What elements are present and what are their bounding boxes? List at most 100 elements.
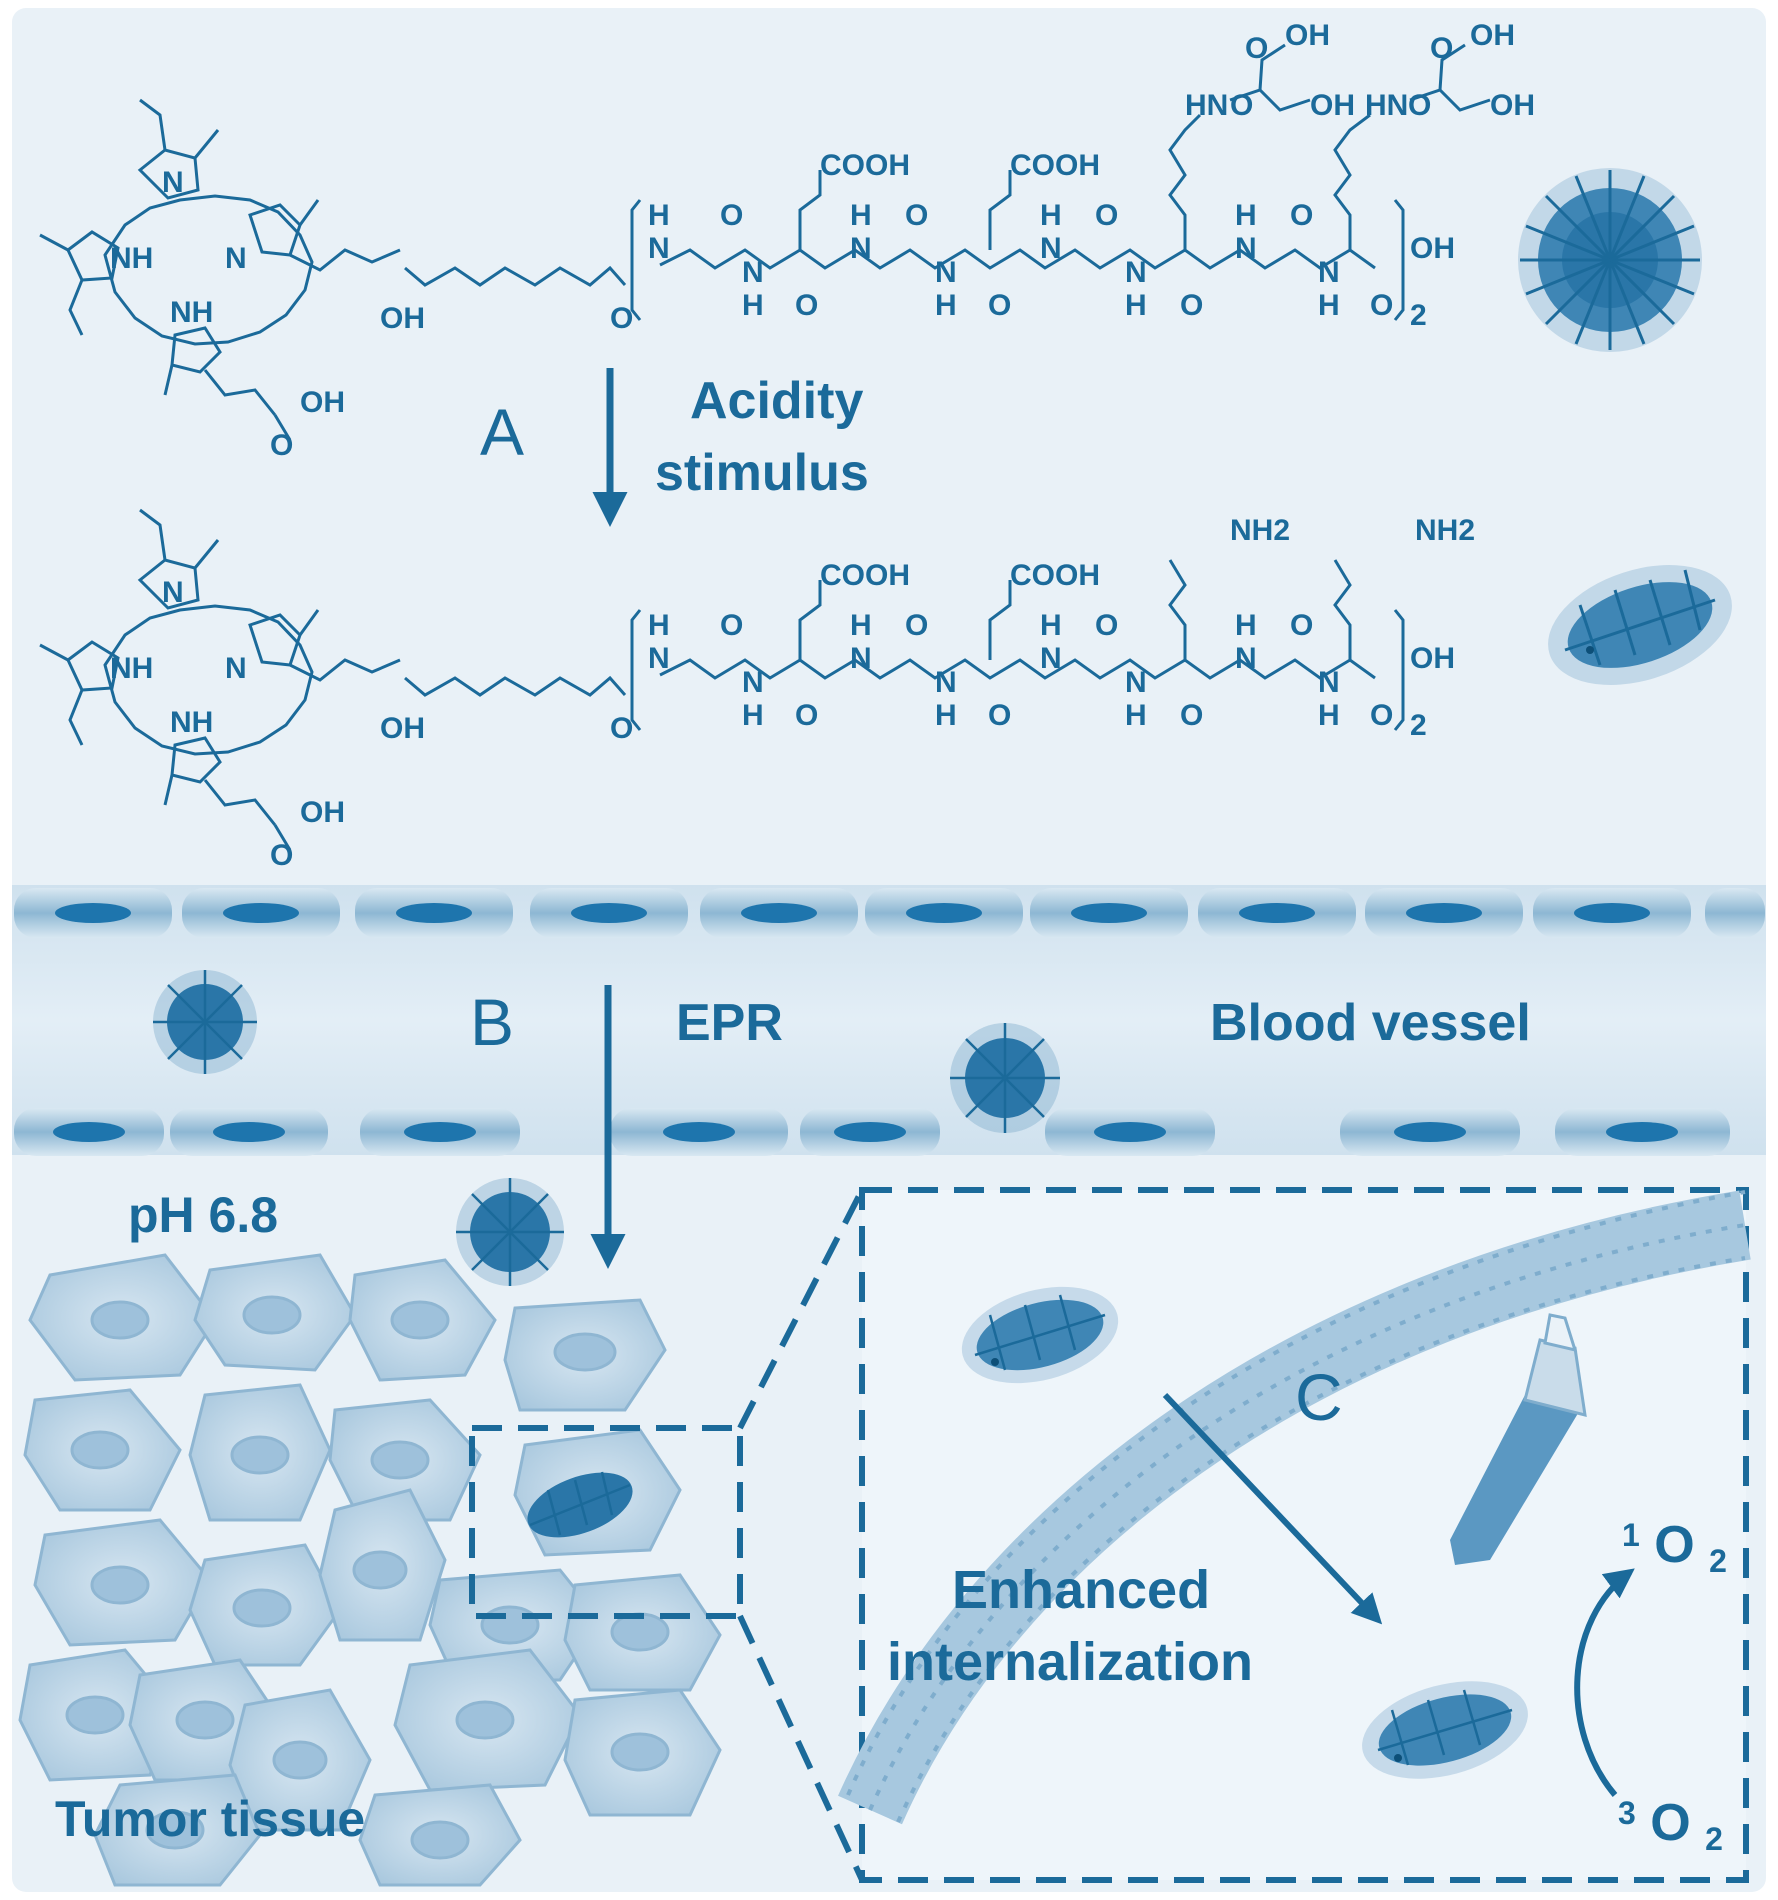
chem-label: O <box>270 839 293 872</box>
triplet-oxygen-superscript: 3 <box>1618 1795 1636 1831</box>
epr-label: EPR <box>676 994 783 1052</box>
chem-label: N <box>162 166 184 199</box>
acidity-stimulus-line1: Acidity <box>690 372 863 430</box>
endothelial-layer-bottom <box>14 1108 1730 1156</box>
chem-label: H <box>742 699 764 732</box>
tumor-tissue-label: Tumor tissue <box>55 1791 365 1847</box>
chem-structure-bottom <box>39 508 1405 851</box>
chem-label: N <box>1318 256 1340 289</box>
chem-label: N <box>1125 256 1147 289</box>
chem-label: N <box>1235 232 1257 265</box>
chem-label: N <box>648 232 670 265</box>
endothelial-layer-top <box>14 888 1765 938</box>
chem-label: H <box>1125 699 1147 732</box>
triplet-oxygen-main: O <box>1650 1794 1690 1852</box>
step-a-label: A <box>480 395 524 469</box>
acidity-stimulus-line2: stimulus <box>655 444 869 502</box>
singlet-oxygen-superscript: 1 <box>1622 1517 1640 1553</box>
internalization-label: internalization <box>887 1632 1253 1692</box>
chem-label: OH <box>1285 19 1330 52</box>
step-b-label: B <box>470 985 514 1059</box>
nanoparticle-sphere-vessel-gap <box>950 1023 1060 1133</box>
chem-label: O <box>1095 199 1118 232</box>
tumor-cell <box>563 1688 722 1817</box>
singlet-oxygen-label: 1 O 2 <box>1622 1500 1727 1579</box>
triplet-oxygen-label: 3 O 2 <box>1618 1778 1723 1857</box>
chem-label: N <box>225 652 247 685</box>
chem-label: N <box>1235 642 1257 675</box>
chem-label: NH2 <box>1415 514 1475 547</box>
chem-label: N <box>1040 642 1062 675</box>
chem-label: HN <box>1365 89 1408 122</box>
tumor-cell <box>188 1383 332 1522</box>
chem-label: COOH <box>1010 559 1100 592</box>
triplet-oxygen-subscript: 2 <box>1705 1821 1723 1857</box>
chem-label: 2 <box>1410 299 1427 332</box>
chem-label: O <box>905 609 928 642</box>
chem-label: O <box>795 699 818 732</box>
chem-label: NH <box>170 706 213 739</box>
chem-label: H <box>1040 609 1062 642</box>
nanoparticle-sphere-tissue <box>456 1178 564 1286</box>
chem-labels-bottom: COOH COOH NH2 NH2 NH NH N N OH O OH O H … <box>110 514 1475 872</box>
chem-structure-top <box>39 43 1491 441</box>
chem-label: NH <box>110 242 153 275</box>
chem-label: N <box>935 666 957 699</box>
nanoparticle-rod-internalized <box>1362 1681 1528 1779</box>
chem-label: COOH <box>1010 149 1100 182</box>
tumor-cell <box>563 1573 722 1692</box>
tumor-cell <box>358 1783 522 1887</box>
arrow-oxygen-conversion <box>1574 1568 1635 1797</box>
step-c-label: C <box>1295 1360 1343 1434</box>
chem-label: O <box>795 289 818 322</box>
chem-label: OH <box>380 302 425 335</box>
blood-vessel-label: Blood vessel <box>1210 994 1531 1052</box>
chem-label: O <box>1290 199 1313 232</box>
chem-label: 2 <box>1410 709 1427 742</box>
nanoparticle-sphere-vessel-left <box>153 970 257 1074</box>
chem-label: N <box>162 576 184 609</box>
chem-label: COOH <box>820 149 910 182</box>
chem-label: COOH <box>820 559 910 592</box>
chem-label: H <box>742 289 764 322</box>
chem-label: N <box>742 256 764 289</box>
nanoparticle-rod-tissue <box>527 1471 633 1538</box>
zoom-connector-bottom <box>737 1614 865 1882</box>
chem-label: N <box>648 642 670 675</box>
chem-label: O <box>1230 89 1253 122</box>
tumor-cell <box>393 1648 582 1792</box>
nanoparticle-rod-outside <box>961 1286 1119 1384</box>
chem-label: OH <box>1490 89 1535 122</box>
chem-label: OH <box>380 712 425 745</box>
chem-label: O <box>1180 699 1203 732</box>
chem-label: N <box>1040 232 1062 265</box>
tumor-cell <box>348 1258 497 1382</box>
nanoparticle-sphere-top <box>1518 168 1702 352</box>
chem-label: H <box>850 199 872 232</box>
chem-label: N <box>935 256 957 289</box>
chem-label: H <box>935 289 957 322</box>
chem-label: N <box>850 232 872 265</box>
chem-label: H <box>648 609 670 642</box>
chem-label: NH2 <box>1230 514 1290 547</box>
tumor-cell <box>33 1518 212 1647</box>
chem-label: O <box>1370 289 1393 322</box>
chem-label: O <box>1245 32 1268 65</box>
tumor-cells <box>18 1253 722 1887</box>
chem-label: O <box>610 712 633 745</box>
chem-label: O <box>1290 609 1313 642</box>
chem-label: OH <box>300 386 345 419</box>
chem-label: O <box>905 199 928 232</box>
chem-label: OH <box>1470 19 1515 52</box>
chem-label: N <box>1125 666 1147 699</box>
chem-label: NH <box>170 296 213 329</box>
blood-vessel <box>12 885 1766 1156</box>
tumor-cell <box>28 1253 217 1382</box>
chem-label: O <box>1180 289 1203 322</box>
chem-labels-top: COOH COOH O OH O OH HN O OH HN O OH NH N… <box>110 19 1535 462</box>
chem-label: O <box>1095 609 1118 642</box>
chem-label: H <box>850 609 872 642</box>
chem-label: O <box>1430 32 1453 65</box>
chem-label: H <box>1235 199 1257 232</box>
